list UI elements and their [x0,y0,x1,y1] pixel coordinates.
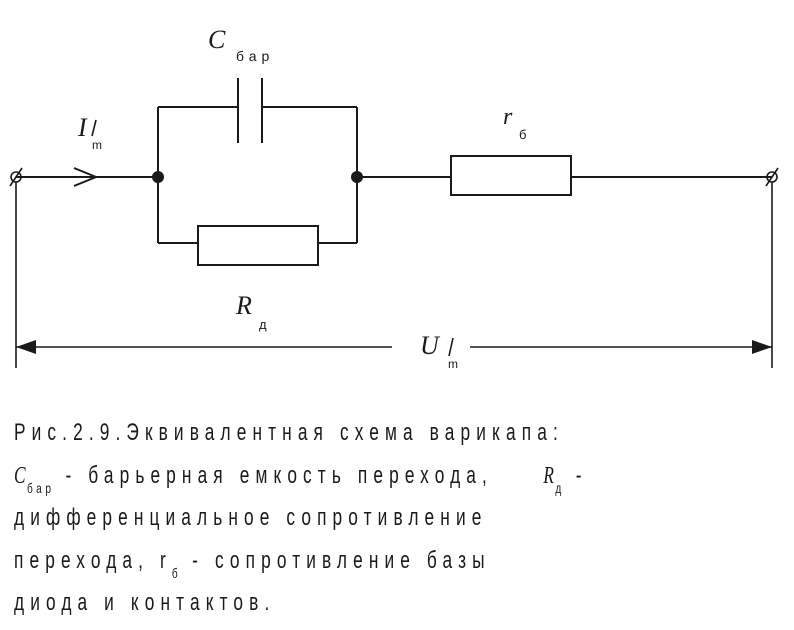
c-bar-label: C [208,25,226,54]
caption-c-description: - барьерная емкость перехода, [65,461,493,489]
rb-subscript: б [519,127,526,142]
current-complex-mark [91,119,97,137]
caption-line-5: диода и контактов. [14,589,276,616]
current-label: I [77,113,88,142]
varicap-equivalent-circuit: C бар I m r б R д U m [9,25,779,371]
voltage-subscript: m [448,357,458,371]
voltage-arrow-left [16,340,36,354]
rd-subscript: д [259,317,267,332]
rb-label: r [503,104,513,130]
caption-line-2: Сбар - барьерная емкость перехода,Rд - [14,455,582,498]
c-bar-subscript: бар [236,48,274,64]
rb-resistor [450,155,572,196]
caption-line-1: Рис.2.9.Эквивалентная схема варикапа: [14,419,564,446]
voltage-arrow-right [752,340,772,354]
caption-r-subscript: д [555,479,565,496]
caption-rb-subscript: б [171,564,182,581]
voltage-complex-mark [448,337,454,357]
current-arrow [73,167,99,187]
right-terminal-slash [765,167,779,187]
caption-c-subscript: бар [26,479,55,496]
caption-r-dash: - [575,461,588,489]
rd-resistor [197,225,319,266]
caption-rb-description: - сопротивление базы [192,546,491,574]
caption-c-symbol: С [14,462,27,489]
rd-label: R [235,291,252,320]
caption-line-4: перехода, rб - сопротивление базы [14,540,568,583]
caption-r-symbol: R [543,462,556,489]
caption-line-3: дифференциальное сопротивление [14,504,488,531]
current-subscript: m [92,138,102,152]
caption-rb-text: перехода, r [14,546,172,574]
figure-caption: Рис.2.9.Эквивалентная схема варикапа: Сб… [14,412,582,625]
left-terminal-slash [9,167,23,187]
voltage-label: U [420,331,441,360]
